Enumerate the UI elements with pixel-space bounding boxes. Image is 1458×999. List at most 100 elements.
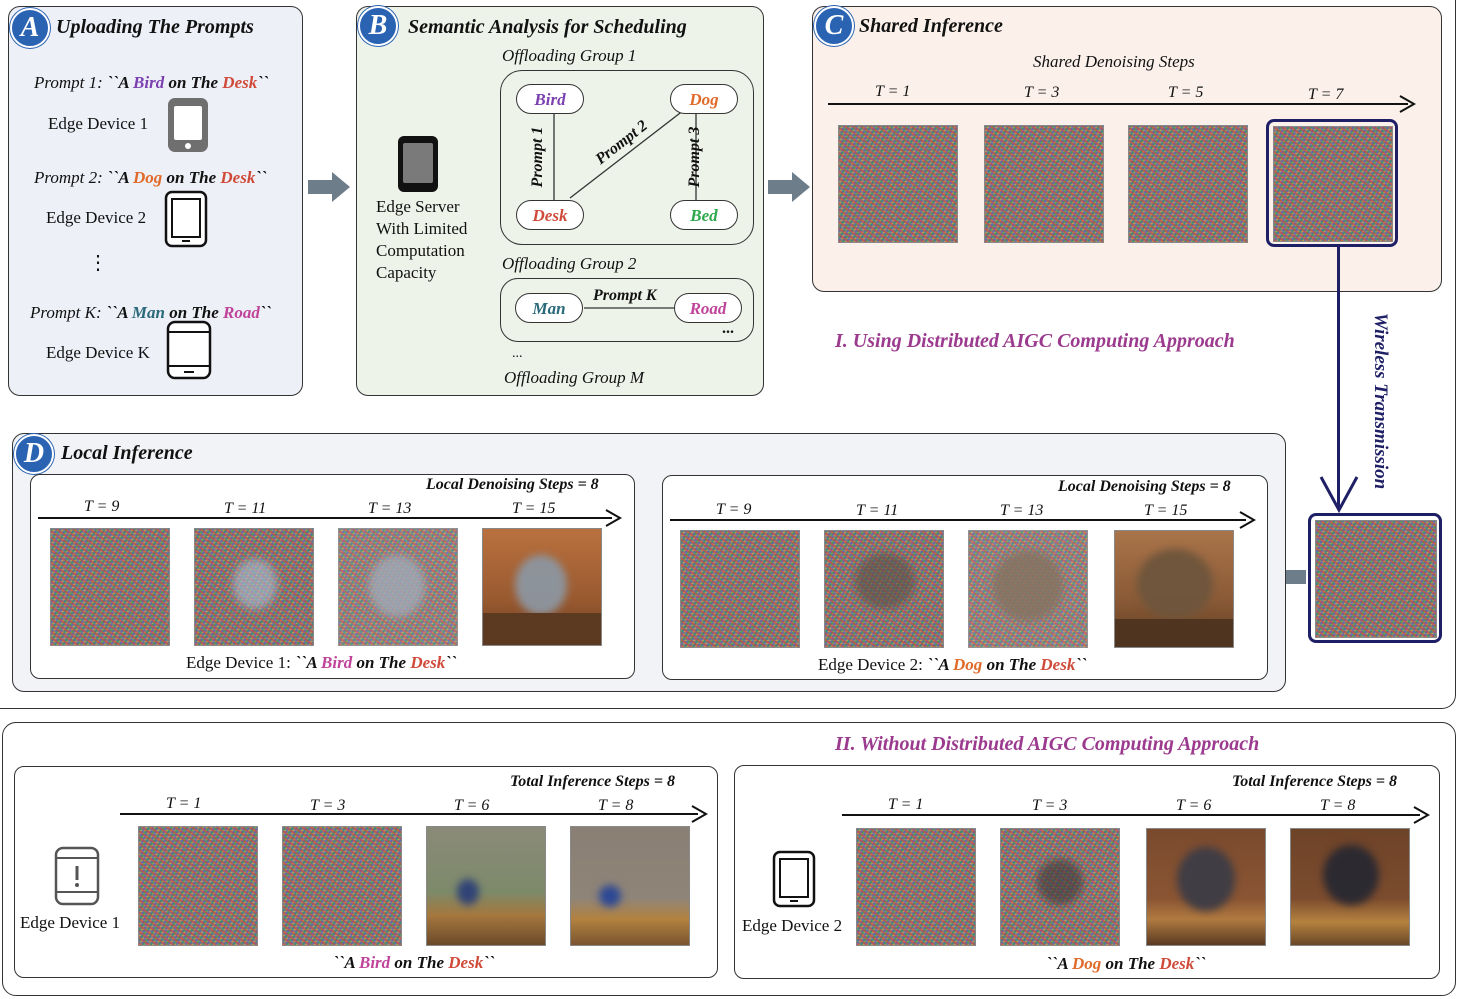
dog-image [1146, 828, 1266, 946]
total-steps-label: Total Inference Steps = 8 [510, 773, 675, 790]
panel-b-title: Semantic Analysis for Scheduling [408, 16, 687, 38]
bird-image [570, 826, 690, 946]
dog-image [680, 530, 800, 648]
highlight-frame [1266, 119, 1398, 247]
b1-step-4: T = 8 [598, 797, 634, 814]
b2-step-4: T = 8 [1320, 797, 1356, 814]
dog-image [968, 530, 1088, 648]
caption-close: `` [483, 953, 495, 972]
phone-icon [168, 98, 208, 152]
caption-word-1: Dog [953, 655, 983, 674]
b2-step-3: T = 6 [1176, 797, 1212, 814]
noise-image [1315, 520, 1437, 638]
noise-image [984, 125, 1104, 243]
total-steps-label: Total Inference Steps = 8 [1232, 773, 1397, 790]
group-1-links [553, 109, 697, 202]
prompt-k-word-1: Man [131, 303, 165, 322]
bird-image [338, 528, 458, 646]
prompt-2-word-2: Desk [220, 168, 256, 187]
timeline-arrow [828, 103, 1408, 105]
node-bird: Bird [516, 84, 584, 114]
section-1-frame [0, 0, 1456, 709]
prompt-1-mid: on The [164, 73, 223, 92]
b2-step-1: T = 1 [888, 796, 924, 813]
caption-mid: on The [390, 953, 449, 972]
caption-word-2: Desk [1159, 954, 1195, 973]
arrowhead-icon [691, 805, 708, 823]
d1-step-1: T = 9 [84, 498, 120, 515]
arrowhead-icon [1399, 95, 1416, 113]
arrowhead-icon [1413, 806, 1430, 824]
prompt-2-word-1: Dog [133, 168, 163, 187]
caption-open: ``A [1046, 954, 1072, 973]
server-line-4: Capacity [376, 263, 437, 282]
badge-d: D [14, 434, 54, 474]
prompt-1-word-1: Bird [133, 73, 165, 92]
prompt-k-close: `` [259, 303, 272, 322]
prompt-1-prefix: Prompt 1: [34, 73, 103, 92]
bottom-device-1: Edge Device 1 [20, 913, 121, 932]
caption-word-2: Desk [448, 953, 484, 972]
edge-prompt-k: Prompt K [593, 287, 657, 304]
caption-open: ``A [927, 655, 954, 674]
b1-step-3: T = 6 [454, 797, 490, 814]
server-line-1: Edge Server [376, 197, 460, 216]
prompt-k-mid: on The [164, 303, 224, 322]
group-2-link [584, 307, 674, 309]
caption-mid: on The [1101, 954, 1160, 973]
prompt-k-word-2: Road [223, 303, 260, 322]
timeline-arrow [120, 813, 698, 815]
c-step-4: T = 7 [1308, 86, 1344, 103]
dog-image [856, 828, 976, 946]
panel-c-title: Shared Inference [859, 15, 1003, 37]
caption-device: Edge Device 2: [818, 655, 928, 674]
group-2-dots: ... [722, 320, 734, 337]
device-k-label: Edge Device K [46, 343, 150, 362]
node-man: Man [515, 293, 583, 323]
group-2-label: Offloading Group 2 [502, 254, 637, 273]
bottom-device-2: Edge Device 2 [742, 916, 843, 935]
caption-close: `` [445, 653, 457, 672]
d1-step-2: T = 11 [224, 500, 267, 517]
prompt-2-mid: on The [162, 168, 221, 187]
bird-image [482, 528, 602, 646]
arrow-right-icon [308, 172, 350, 202]
node-bed: Bed [670, 200, 738, 230]
prompt-k-open: ``A [101, 303, 132, 322]
caption-open: ``A [295, 653, 322, 672]
dog-image [1000, 828, 1120, 946]
server-line-3: Computation [376, 241, 465, 260]
section-1-label: I. Using Distributed AIGC Computing Appr… [835, 330, 1235, 352]
b1-step-1: T = 1 [166, 795, 202, 812]
caption-word-2: Desk [410, 653, 446, 672]
arrow-right-icon [768, 172, 810, 202]
tablet-icon [166, 320, 212, 380]
panel-c-subtitle: Shared Denoising Steps [1033, 52, 1195, 71]
caption-word-2: Desk [1040, 655, 1076, 674]
edge-prompt-1: Prompt 1 [529, 126, 546, 188]
prompt-k-prefix: Prompt K: [30, 303, 102, 322]
local-dog-caption: Edge Device 2: ``A Dog on The Desk`` [818, 655, 1087, 675]
bird-image [194, 528, 314, 646]
section-2-label: II. Without Distributed AIGC Computing A… [835, 733, 1260, 755]
prompt-1-close: `` [257, 73, 269, 92]
caption-word-1: Bird [358, 953, 391, 972]
node-road: Road [674, 293, 742, 323]
timeline-arrow [38, 517, 612, 519]
total-bird-caption: ``A Bird on The Desk`` [333, 953, 495, 973]
prompt-1-word-2: Desk [222, 73, 258, 92]
panel-a-title: Uploading The Prompts [56, 16, 254, 38]
badge-a: A [10, 8, 50, 48]
noise-image [1128, 125, 1248, 243]
local-bird-caption: Edge Device 1: ``A Bird on The Desk`` [186, 653, 457, 673]
prompt-1-open: ``A [102, 73, 134, 92]
node-desk: Desk [516, 200, 584, 230]
caption-mid: on The [982, 655, 1041, 674]
timeline-arrow [670, 519, 1246, 521]
local-steps-label: Local Denoising Steps = 8 [1058, 478, 1231, 495]
badge-b: B [358, 6, 398, 46]
node-dog: Dog [670, 84, 738, 114]
caption-close: `` [1075, 655, 1087, 674]
prompt-k: Prompt K: ``A Man on The Road`` [30, 303, 271, 323]
d1-step-4: T = 15 [512, 500, 556, 517]
